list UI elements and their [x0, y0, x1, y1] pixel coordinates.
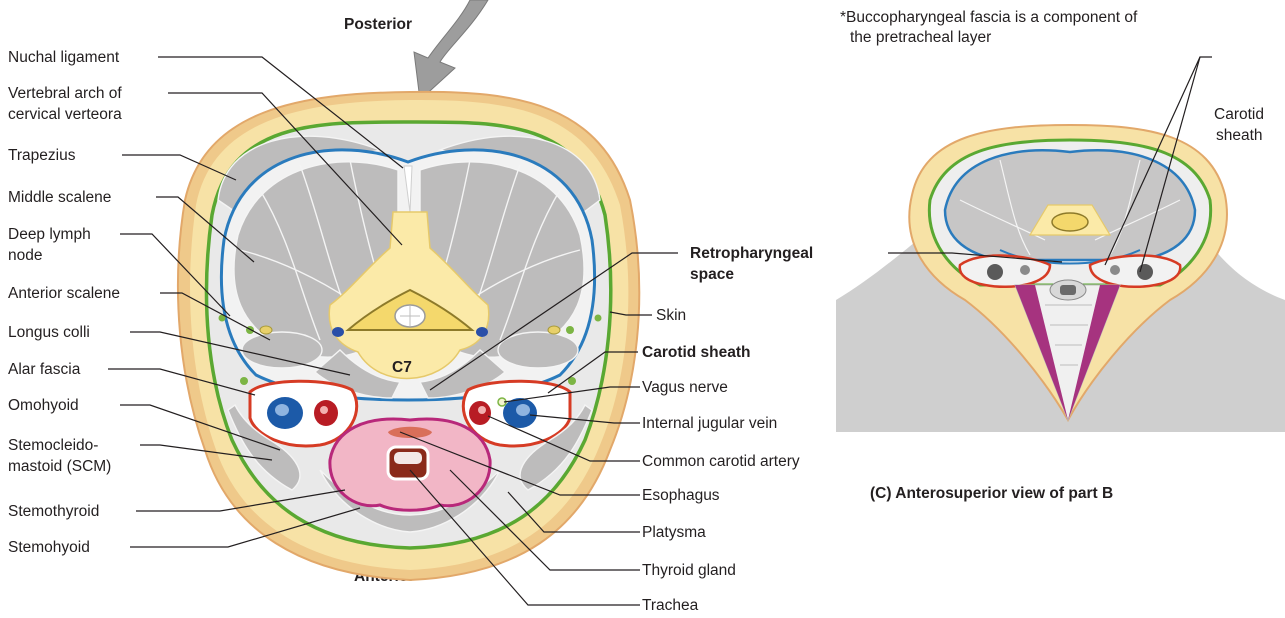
label-vertebral-arch-2: cervical verteora [8, 106, 122, 123]
footnote-line-1: *Buccopharyngeal fascia is a component o… [840, 9, 1138, 26]
label-carotid-sheath: Carotid sheath [642, 344, 751, 361]
label-deep-lymph-node-2: node [8, 247, 42, 264]
label-middle-scalene: Middle scalene [8, 189, 111, 206]
label-scm-1: Stemocleido- [8, 437, 98, 454]
label-anterior-scalene: Anterior scalene [8, 285, 120, 302]
label-esophagus: Esophagus [642, 487, 720, 504]
label-vagus-nerve: Vagus nerve [642, 379, 728, 396]
label-platysma: Platysma [642, 524, 706, 541]
inset-caption: (C) Anterosuperior view of part B [870, 485, 1113, 502]
label-retropharyngeal-1: Retropharyngeal [690, 245, 813, 262]
c7-label: C7 [392, 359, 412, 376]
label-trapezius: Trapezius [8, 147, 76, 164]
label-sternohyoid: Stemohyoid [8, 539, 90, 556]
vertebral-artery-left [332, 327, 344, 337]
label-longus-colli: Longus colli [8, 324, 90, 341]
label-common-carotid-artery: Common carotid artery [642, 453, 800, 470]
label-vertebral-arch-1: Vertebral arch of [8, 85, 122, 102]
label-retropharyngeal-2: space [690, 266, 734, 283]
inset-carotid-sheath-right [1090, 256, 1180, 287]
label-internal-jugular-vein: Internal jugular vein [642, 415, 777, 432]
label-nuchal-ligament: Nuchal ligament [8, 49, 120, 66]
orientation-arrow [414, 0, 488, 100]
label-thyroid-gland: Thyroid gland [642, 562, 736, 579]
inset-label-carotid-1: Carotid [1214, 106, 1264, 123]
posterior-label: Posterior [344, 16, 412, 33]
label-trachea: Trachea [642, 597, 699, 614]
footnote-line-2: the pretracheal layer [850, 29, 991, 46]
label-scm-2: mastoid (SCM) [8, 458, 111, 475]
anterior-scalene-right [498, 332, 578, 368]
label-alar-fascia: Alar fascia [8, 361, 81, 378]
label-skin: Skin [656, 307, 686, 324]
anterior-scalene-left [242, 332, 322, 368]
vertebral-artery-right [476, 327, 488, 337]
label-deep-lymph-node-1: Deep lymph [8, 226, 91, 243]
inset-label-carotid-2: sheath [1216, 127, 1263, 144]
label-sternothyroid: Stemothyroid [8, 503, 99, 520]
label-omohyoid: Omohyoid [8, 397, 79, 414]
